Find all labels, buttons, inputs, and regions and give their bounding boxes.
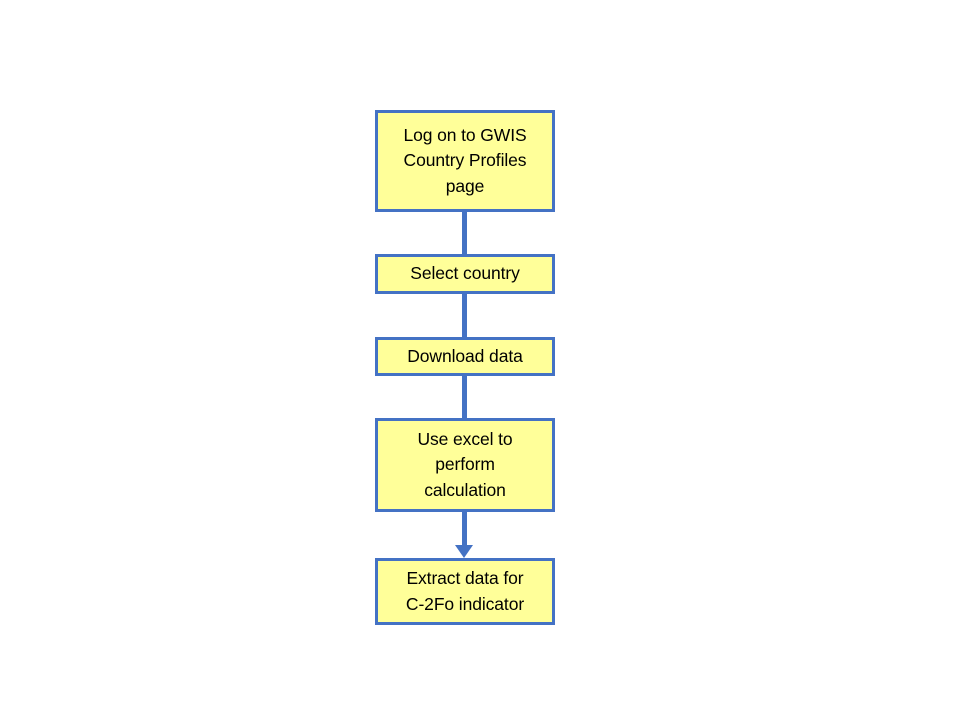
extract-data-step[interactable]: Extract data for C-2Fo indicator: [375, 558, 555, 625]
arrowhead-icon: [455, 545, 473, 558]
select-country-step[interactable]: Select country: [375, 254, 555, 294]
connector-2-to-3: [462, 294, 467, 337]
select-country-step-label: Select country: [410, 263, 520, 284]
extract-data-step-label: Extract data for C-2Fo indicator: [405, 568, 525, 614]
connector-4-to-5: [462, 512, 467, 545]
use-excel-step-label: Use excel to perform calculation: [417, 428, 513, 500]
connector-1-to-2: [462, 212, 467, 254]
connector-3-to-4: [462, 376, 467, 418]
download-data-step[interactable]: Download data: [375, 337, 555, 376]
use-excel-step[interactable]: Use excel to perform calculation: [375, 418, 555, 512]
log-on-step[interactable]: Log on to GWIS Country Profiles page: [375, 110, 555, 212]
download-data-step-label: Download data: [407, 345, 523, 366]
log-on-step-label: Log on to GWIS Country Profiles page: [403, 124, 527, 196]
